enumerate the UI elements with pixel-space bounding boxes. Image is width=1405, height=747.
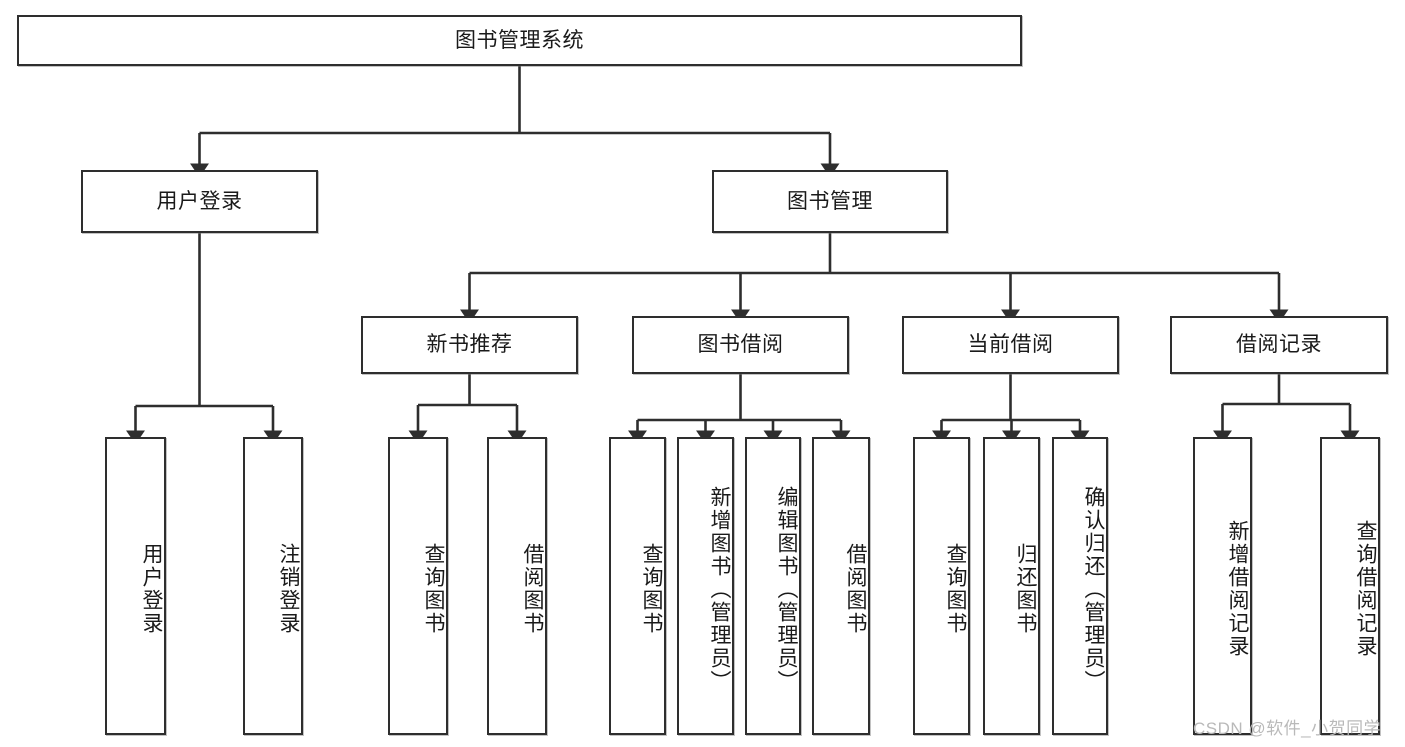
node-label: 图书管理系统 <box>455 28 584 52</box>
node-label: 新书推荐 <box>426 333 513 357</box>
node-label: 查询图书 <box>640 543 663 635</box>
node-leaf-user-login[interactable]: 用户登录 <box>105 437 166 735</box>
node-borrow[interactable]: 图书借阅 <box>632 316 849 374</box>
csdn-watermark: CSDN @软件_小贺同学 <box>1193 719 1382 738</box>
node-label: 编辑图书（管理员） <box>775 485 798 693</box>
node-label: 查询图书 <box>944 543 967 635</box>
node-leaf-borrow-book-new[interactable]: 借阅图书 <box>487 437 547 735</box>
node-label: 借阅图书 <box>844 543 867 635</box>
node-root[interactable]: 图书管理系统 <box>17 15 1022 66</box>
node-leaf-query-record[interactable]: 查询借阅记录 <box>1320 437 1380 735</box>
node-label: 用户登录 <box>156 189 243 213</box>
node-leaf-return-book[interactable]: 归还图书 <box>983 437 1040 735</box>
node-label: 借阅图书 <box>521 543 544 635</box>
node-leaf-user-logout[interactable]: 注销登录 <box>243 437 303 735</box>
node-leaf-confirm-return[interactable]: 确认归还（管理员） <box>1052 437 1108 735</box>
node-login[interactable]: 用户登录 <box>81 170 318 233</box>
node-label: 当前借阅 <box>967 333 1054 357</box>
node-leaf-edit-book[interactable]: 编辑图书（管理员） <box>745 437 801 735</box>
node-leaf-add-record[interactable]: 新增借阅记录 <box>1193 437 1252 735</box>
node-label: 注销登录 <box>277 543 300 635</box>
node-bookmgmt[interactable]: 图书管理 <box>712 170 948 233</box>
node-leaf-query-book-cur[interactable]: 查询图书 <box>913 437 970 735</box>
node-leaf-query-book-new[interactable]: 查询图书 <box>388 437 448 735</box>
node-newbook[interactable]: 新书推荐 <box>361 316 578 374</box>
node-label: 借阅记录 <box>1236 333 1322 357</box>
node-leaf-query-book[interactable]: 查询图书 <box>609 437 666 735</box>
node-records[interactable]: 借阅记录 <box>1170 316 1388 374</box>
node-label: 归还图书 <box>1014 543 1037 635</box>
node-leaf-borrow-book[interactable]: 借阅图书 <box>812 437 870 735</box>
node-label: 确认归还（管理员） <box>1082 485 1105 693</box>
node-label: 查询借阅记录 <box>1354 520 1377 658</box>
node-current[interactable]: 当前借阅 <box>902 316 1119 374</box>
node-label: 用户登录 <box>140 543 163 635</box>
node-label: 图书管理 <box>787 189 873 213</box>
node-label: 图书借阅 <box>697 333 784 357</box>
node-label: 查询图书 <box>422 543 445 635</box>
node-leaf-add-book[interactable]: 新增图书（管理员） <box>677 437 734 735</box>
node-label: 新增借阅记录 <box>1226 520 1249 658</box>
node-label: 新增图书（管理员） <box>708 485 731 693</box>
